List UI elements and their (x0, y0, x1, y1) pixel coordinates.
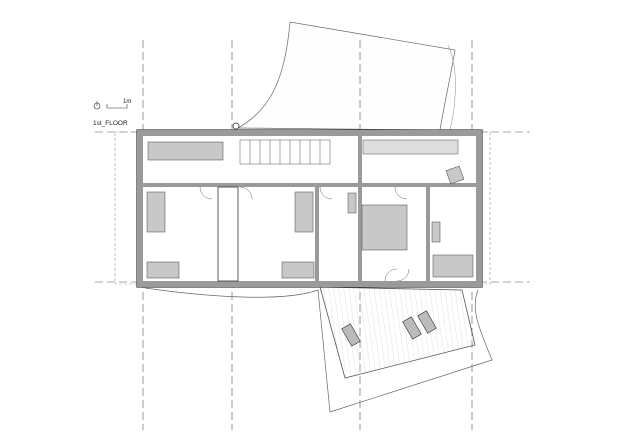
sun-loungers (341, 310, 437, 347)
terrace-outline (144, 287, 493, 413)
floor-label: 1st_FLOOR (93, 120, 128, 127)
entrance-marker-icon (232, 122, 240, 130)
scale-label: 1m (123, 99, 132, 105)
terrain-north (236, 21, 456, 131)
terrace-deck (319, 286, 476, 379)
building (114, 129, 491, 288)
scale-bar (106, 104, 128, 109)
